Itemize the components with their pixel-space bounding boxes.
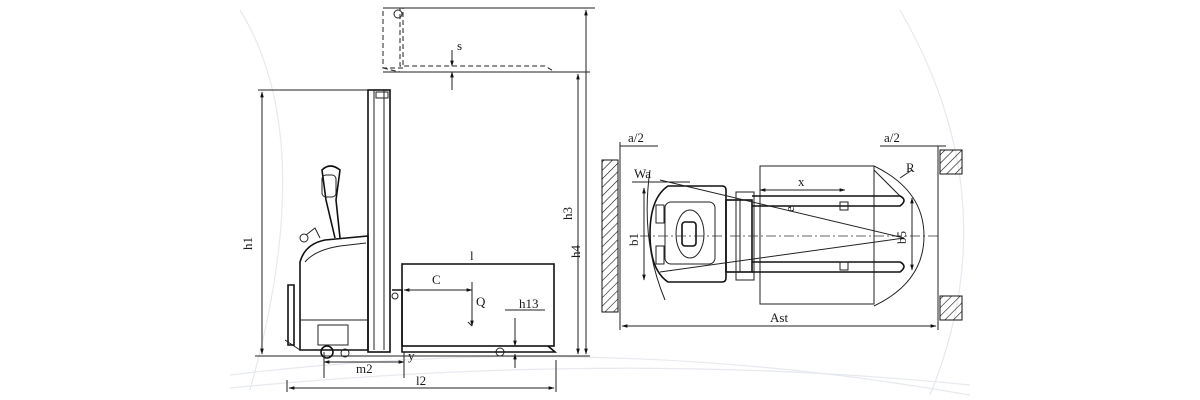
truck-chassis — [649, 185, 755, 283]
right-block-top — [939, 149, 963, 175]
dim-m2-y: m2 y — [323, 348, 498, 378]
label-Wa: Wa — [634, 166, 651, 181]
truck-body — [284, 165, 505, 359]
dim-b1: b1 — [626, 187, 646, 281]
label-l: l — [470, 248, 474, 263]
label-h4: h4 — [568, 245, 583, 259]
label-b5: b5 — [894, 231, 909, 244]
dim-a2-right: a/2 — [880, 130, 946, 330]
dim-h1: h1 — [240, 89, 368, 355]
label-b1: b1 — [626, 233, 641, 246]
left-wall — [601, 159, 619, 313]
label-h3: h3 — [560, 207, 575, 220]
forks-and-load — [640, 165, 940, 307]
dim-b5: b5 — [894, 197, 914, 271]
label-h13: h13 — [519, 296, 539, 311]
label-R: R — [906, 160, 915, 175]
label-a2-left: a/2 — [628, 130, 644, 145]
dim-h13: h13 — [505, 296, 545, 368]
dim-Wa: Wa — [632, 166, 690, 183]
label-l2: l2 — [416, 373, 426, 388]
label-a2-right: a/2 — [884, 130, 900, 145]
load-centre: C Q — [403, 272, 486, 327]
dim-h3: h3 — [555, 71, 590, 355]
label-C: C — [432, 272, 441, 287]
label-Q: Q — [476, 294, 486, 309]
turning-lines — [646, 169, 913, 301]
side-view: s — [240, 7, 595, 392]
label-s: s — [457, 38, 462, 53]
dim-h4: h4 — [403, 7, 592, 355]
right-block-bottom — [939, 295, 963, 321]
label-x: x — [798, 174, 805, 189]
mast — [367, 89, 391, 353]
dim-s: s — [450, 38, 462, 90]
label-m2: m2 — [356, 361, 373, 376]
label-h1: h1 — [240, 237, 255, 250]
label-y: y — [408, 348, 415, 363]
dim-a2-left: a/2 — [619, 130, 658, 330]
dim-Ast: Ast — [621, 310, 937, 328]
dim-l2: l2 — [286, 360, 557, 392]
dim-x: x e — [759, 174, 846, 212]
lifted-forks — [382, 7, 595, 73]
label-e: e — [782, 206, 797, 212]
label-Ast: Ast — [770, 310, 788, 325]
background-arcs — [229, 9, 971, 396]
dim-l: l — [404, 248, 554, 265]
plan-view: a/2 a/2 — [601, 130, 963, 330]
